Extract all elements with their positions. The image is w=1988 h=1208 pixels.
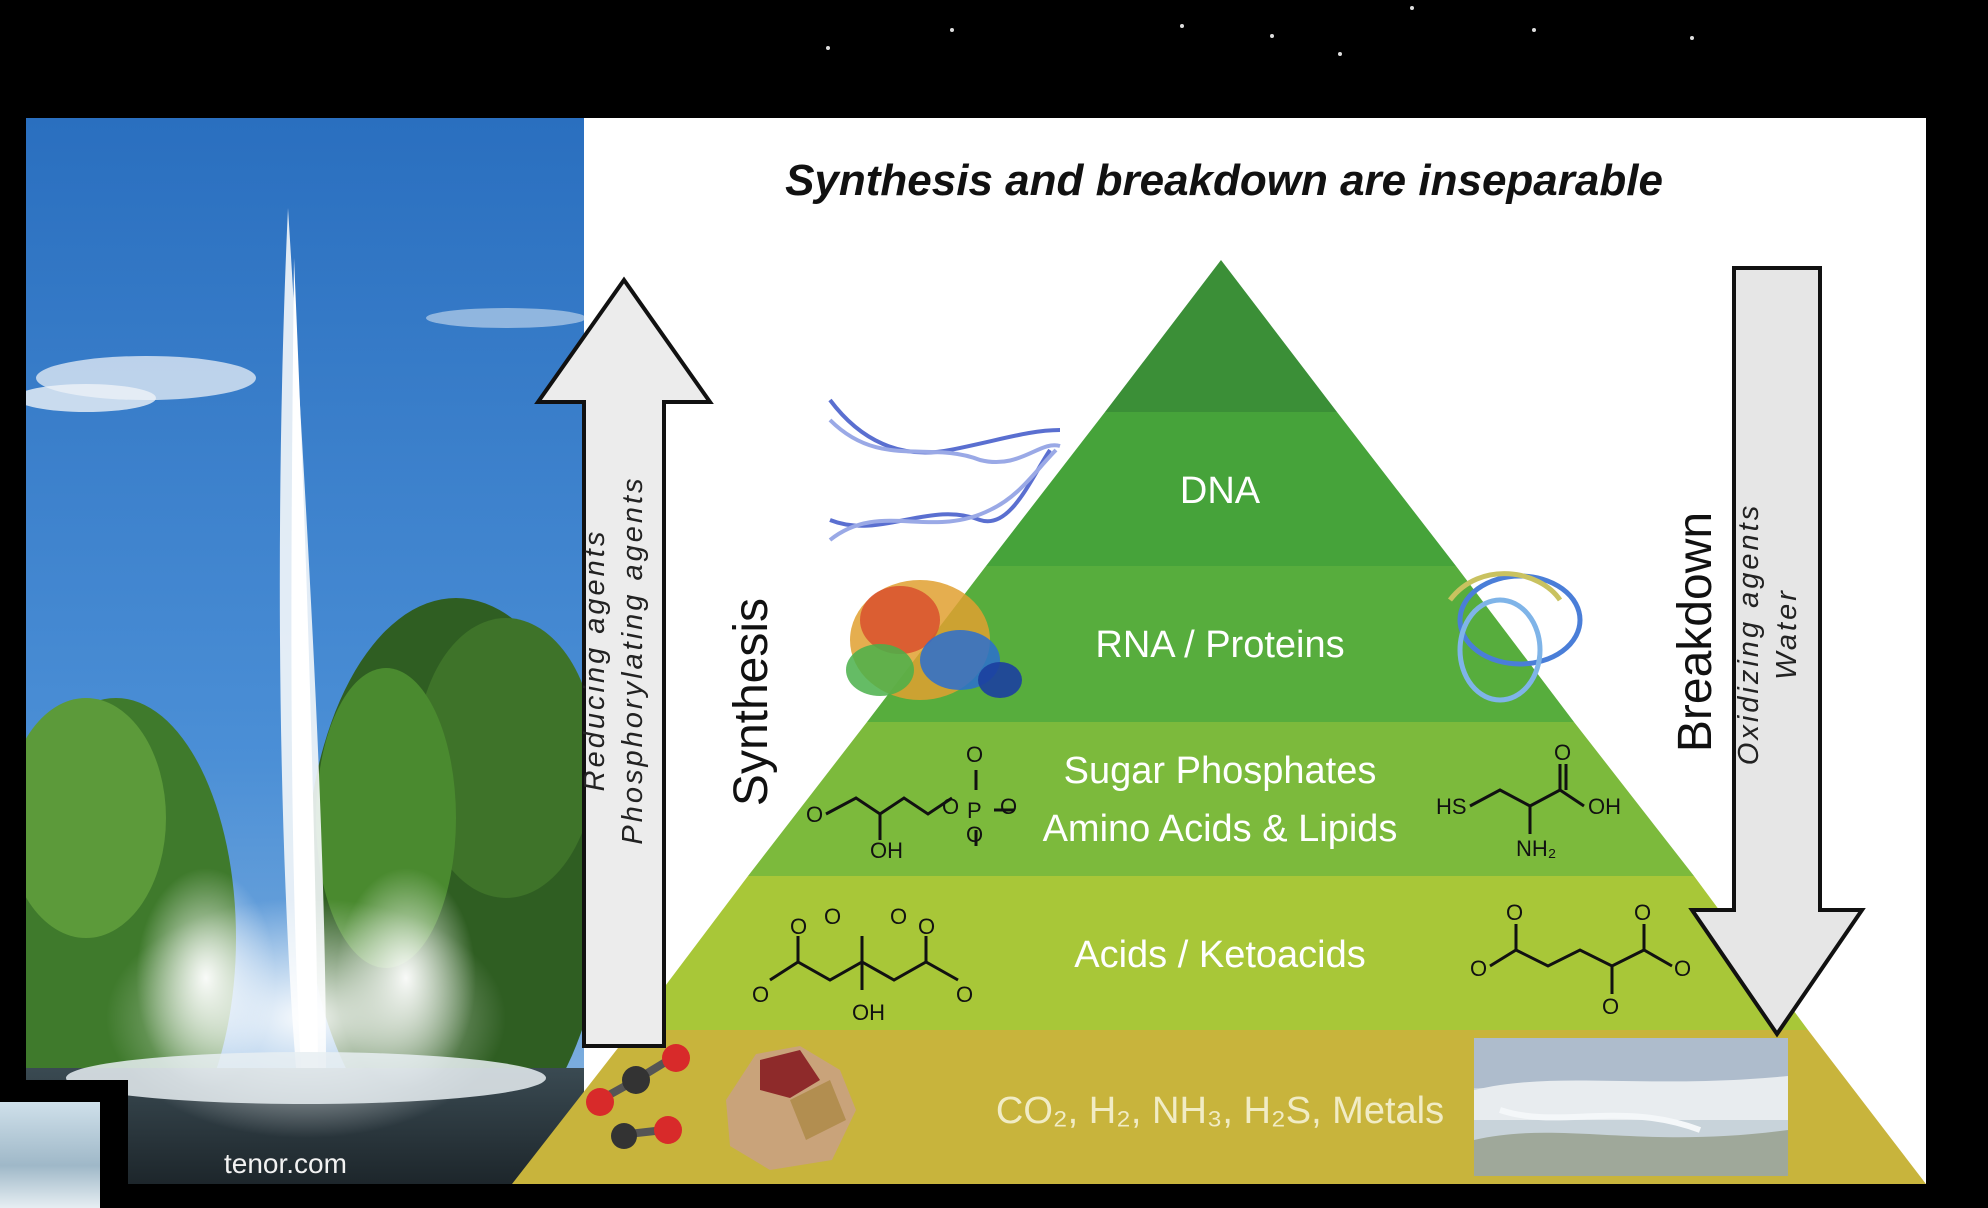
tier-label-amino-acids-lipids: Amino Acids & Lipids (1042, 808, 1398, 850)
breakdown-agents-text: Oxidizing agents Water (1730, 474, 1810, 794)
star-dot (950, 28, 954, 32)
pyramid-tier-dna (986, 412, 1456, 566)
oxygen-atom-label: O (1602, 994, 1619, 1019)
oxygen-atom-label: O (1506, 900, 1523, 925)
tier-label-base-molecules: CO₂, H₂, NH₃, H₂S, Metals (995, 1090, 1445, 1132)
fountain-photo: tenor.com (26, 118, 584, 1184)
pyramid-tier-acids (632, 876, 1808, 1030)
phosphorus-atom-label: P (967, 798, 982, 823)
oxygen-atom-label: O (806, 802, 823, 827)
breakdown-arrow (1688, 266, 1866, 1038)
oxygen-atom-label: O (752, 982, 769, 1007)
mineral-rock-icon (726, 1046, 856, 1170)
star-dot (1532, 28, 1536, 32)
dna-helix-icon (828, 398, 1061, 542)
oxygen-atom-label: O (890, 904, 907, 929)
oxygen-atom-label: O (1674, 956, 1691, 981)
ketoglutarate-structure (1489, 924, 1673, 994)
tier-label-sugar-phosphates: Sugar Phosphates (1063, 750, 1377, 792)
thumbnail-frame (0, 1080, 128, 1208)
oxygen-atom-label: O (1634, 900, 1651, 925)
star-dot (826, 46, 830, 50)
synthesis-agent-reducing: Reducing agents (579, 528, 611, 792)
breakdown-label: Breakdown (1669, 511, 1722, 753)
hydroxyl-label: OH (852, 1000, 885, 1025)
star-dot (1270, 34, 1274, 38)
thiol-label: HS (1436, 794, 1467, 819)
protein-structure-icon (846, 580, 1022, 700)
synthesis-agents-text: Reducing agents Phosphorylating agents (576, 430, 656, 890)
rna-fold-icon (1448, 571, 1583, 703)
synthesis-arrow (534, 276, 714, 1048)
watermark-text: tenor.com (224, 1148, 347, 1179)
star-dot (1690, 36, 1694, 40)
hydroxyl-label: OH (1588, 794, 1621, 819)
slide-title: Synthesis and breakdown are inseparable (785, 156, 1663, 205)
co2-molecule-icon (586, 1044, 690, 1149)
pyramid-tier-sugar-amino (748, 722, 1694, 876)
star-dot (1180, 24, 1184, 28)
amine-label: NH₂ (1516, 836, 1556, 861)
oxygen-atom-label: O (790, 914, 807, 939)
cysteine-structure (1469, 764, 1585, 834)
oxygen-atom-label: O (956, 982, 973, 1007)
citrate-structure (769, 936, 959, 990)
hot-spring-landscape-image (1474, 1038, 1788, 1176)
oxygen-atom-label: O (824, 904, 841, 929)
sugar-phosphate-structure (825, 770, 1014, 846)
star-dot (1410, 6, 1414, 10)
pyramid-tier-apex (1105, 260, 1337, 412)
thumbnail-image (0, 1102, 100, 1208)
breakdown-agent-water: Water (1771, 588, 1803, 680)
synthesis-label: Synthesis (725, 597, 778, 807)
breakdown-agent-oxidizing: Oxidizing agents (1733, 502, 1765, 766)
tier-label-acids-ketoacids: Acids / Ketoacids (1074, 934, 1366, 976)
star-dot (1338, 52, 1342, 56)
oxygen-atom-label: O (918, 914, 935, 939)
tier-label-rna-proteins: RNA / Proteins (1095, 624, 1345, 666)
oxygen-atom-label: O (1470, 956, 1487, 981)
pyramid-tier-rna-proteins (867, 566, 1574, 722)
synthesis-agent-phosphorylating: Phosphorylating agents (617, 475, 649, 845)
oxygen-atom-label: O (966, 742, 983, 767)
tier-label-dna: DNA (1179, 470, 1261, 512)
oxygen-atom-label: O (966, 822, 983, 847)
oxygen-atom-label: O (1000, 794, 1017, 819)
oxygen-atom-label: O (942, 794, 959, 819)
oxygen-atom-label: O (1554, 740, 1571, 765)
hydroxyl-label: OH (870, 838, 903, 863)
